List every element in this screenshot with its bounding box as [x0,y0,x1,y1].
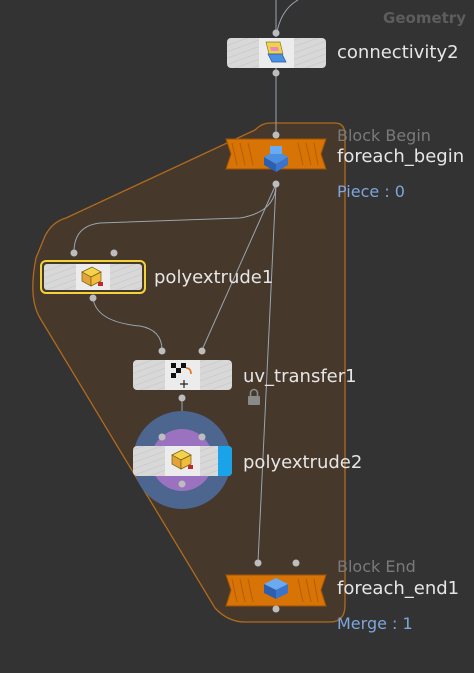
output-port[interactable] [89,294,97,302]
input-port[interactable] [158,433,166,441]
wire-top-curve [275,0,299,38]
output-port[interactable] [178,480,186,488]
node-foreach-begin[interactable] [225,131,327,188]
node-uv-transfer1[interactable] [133,347,260,406]
display-flag[interactable] [218,446,232,476]
node-polyextrude1[interactable] [40,249,146,302]
node-name-polyextrude2[interactable]: polyextrude2 [243,452,363,473]
input-port[interactable] [272,131,280,139]
node-name-connectivity2[interactable]: connectivity2 [337,42,459,63]
wire-begin-polyextrude1 [73,183,277,253]
input-port[interactable] [70,249,78,257]
node-foreach-end1[interactable] [225,559,327,613]
polyextrude-icon [171,449,193,470]
block-begin-icon [264,146,288,172]
input-port-2[interactable] [292,559,300,567]
wire-begin-foreach-end [257,183,277,563]
output-port[interactable] [272,605,280,613]
output-port[interactable] [272,69,280,77]
uv-transfer-icon [171,363,192,388]
wire-begin-uvtransfer-right [201,183,277,351]
polyextrude-icon [81,266,103,287]
node-name-uv-transfer1[interactable]: uv_transfer1 [243,366,357,387]
node-info-piece: Piece : 0 [337,182,405,201]
node-polyextrude2[interactable] [133,411,232,509]
input-port[interactable] [254,559,262,567]
output-port[interactable] [178,394,186,402]
output-port[interactable] [272,180,280,188]
input-port-2[interactable] [198,433,206,441]
lock-icon [248,388,260,405]
input-port[interactable] [158,347,166,355]
node-name-foreach-end1[interactable]: foreach_end1 [337,578,460,599]
input-port-2[interactable] [110,249,118,257]
context-label: Geometry [383,9,466,27]
node-name-polyextrude1[interactable]: polyextrude1 [154,267,274,288]
connectivity-icon [265,41,287,63]
input-port[interactable] [272,29,280,37]
block-end-icon [264,578,288,599]
node-info-merge: Merge : 1 [337,614,413,633]
node-connectivity2[interactable] [227,29,326,77]
node-name-foreach-begin[interactable]: foreach_begin [337,146,465,167]
node-label-block-end: Block End [337,557,416,576]
wire-polyextrude1-uvtransfer [92,297,163,351]
node-label-block-begin: Block Begin [337,126,431,145]
input-port-2[interactable] [198,347,206,355]
